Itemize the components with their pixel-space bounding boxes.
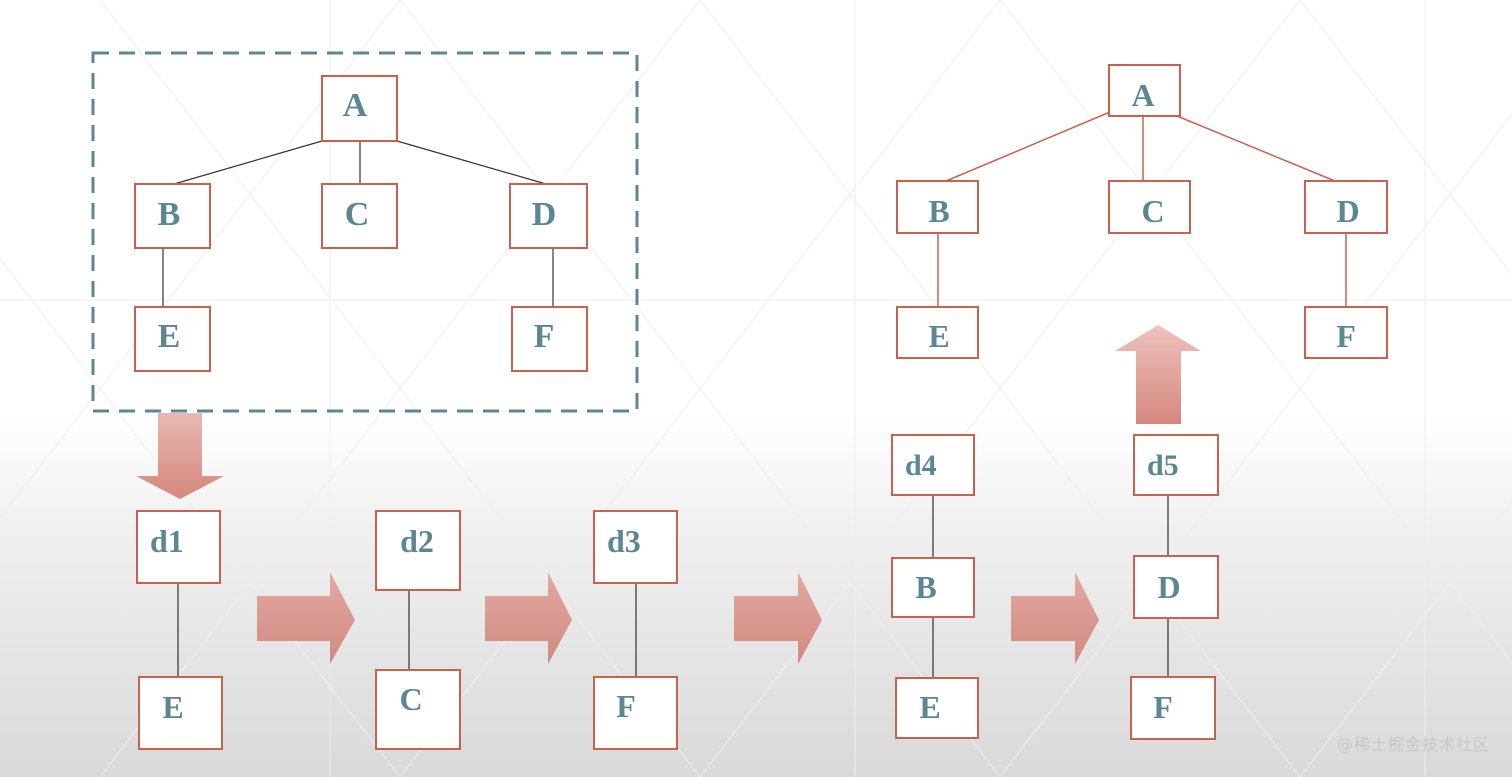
node-e-step4 xyxy=(895,677,979,739)
tr-node-c xyxy=(1108,180,1191,234)
label-f-step3: F xyxy=(616,688,636,724)
tr-label-b: B xyxy=(928,193,949,229)
label-f-step5: F xyxy=(1153,689,1173,725)
tl-node-d xyxy=(509,183,588,249)
top-left-tree: A B C D E F xyxy=(91,51,639,413)
step-2: d2 C xyxy=(375,510,461,750)
label-d4: d4 xyxy=(905,449,937,482)
node-d2 xyxy=(375,510,461,591)
edge-a-d xyxy=(396,140,547,185)
tl-node-a xyxy=(321,75,398,142)
node-e-step1 xyxy=(138,676,223,750)
node-f-step5 xyxy=(1130,676,1216,740)
tl-label-b: B xyxy=(158,196,181,233)
tl-node-f xyxy=(511,306,588,372)
tr-label-a: A xyxy=(1131,77,1154,113)
top-right-tree: A B C D E F xyxy=(896,64,1388,359)
tl-label-f: F xyxy=(534,318,555,355)
node-d1 xyxy=(136,510,221,584)
node-d3 xyxy=(593,510,678,584)
step-4: d4 B E xyxy=(891,434,979,739)
tr-label-f: F xyxy=(1336,318,1356,354)
node-c-step2 xyxy=(375,669,461,750)
step-5: d5 D F xyxy=(1130,434,1219,740)
arrow-right-icon xyxy=(734,572,822,664)
arrow-right-icon xyxy=(485,572,572,664)
node-d4 xyxy=(891,434,975,496)
label-e-step4: E xyxy=(919,689,940,725)
node-f-step3 xyxy=(593,676,678,750)
step-1: d1 E xyxy=(136,510,223,750)
tr-node-e xyxy=(896,306,979,359)
label-d5: d5 xyxy=(1147,449,1179,482)
label-b-step4: B xyxy=(915,569,936,605)
arrow-right-icon xyxy=(257,572,355,664)
tr-label-e: E xyxy=(928,318,949,354)
step-3: d3 F xyxy=(593,510,678,750)
tl-label-e: E xyxy=(158,318,181,355)
label-d-step5: D xyxy=(1157,569,1180,605)
edge-a-b xyxy=(173,140,323,185)
node-b-step4 xyxy=(891,557,975,618)
label-c-step2: C xyxy=(399,681,422,717)
tr-node-f xyxy=(1304,306,1388,359)
tl-label-c: C xyxy=(345,196,370,233)
tr-edge-a-d xyxy=(1176,115,1336,182)
tr-label-c: C xyxy=(1141,193,1164,229)
tr-label-d: D xyxy=(1336,193,1359,229)
process-arrows xyxy=(136,325,1201,664)
dashed-selection-frame xyxy=(91,51,639,413)
node-d-step5 xyxy=(1133,555,1219,619)
label-d3: d3 xyxy=(607,523,641,559)
tl-label-d: D xyxy=(532,196,557,233)
tr-node-b xyxy=(896,180,979,234)
label-d1: d1 xyxy=(150,523,184,559)
arrow-down-icon xyxy=(136,413,224,499)
arrow-up-icon xyxy=(1115,325,1201,424)
tl-label-a: A xyxy=(343,87,368,124)
watermark: @稀土掘金技术社区 xyxy=(1336,735,1490,754)
arrow-right-icon xyxy=(1011,572,1099,664)
label-e-step1: E xyxy=(162,689,183,725)
label-d2: d2 xyxy=(400,523,434,559)
tr-node-a xyxy=(1108,64,1181,117)
tr-edge-a-b xyxy=(945,111,1111,182)
tl-node-b xyxy=(134,183,211,249)
node-d5 xyxy=(1133,434,1219,496)
tr-node-d xyxy=(1304,180,1388,234)
tl-node-e xyxy=(134,306,211,372)
tl-node-c xyxy=(321,183,398,249)
